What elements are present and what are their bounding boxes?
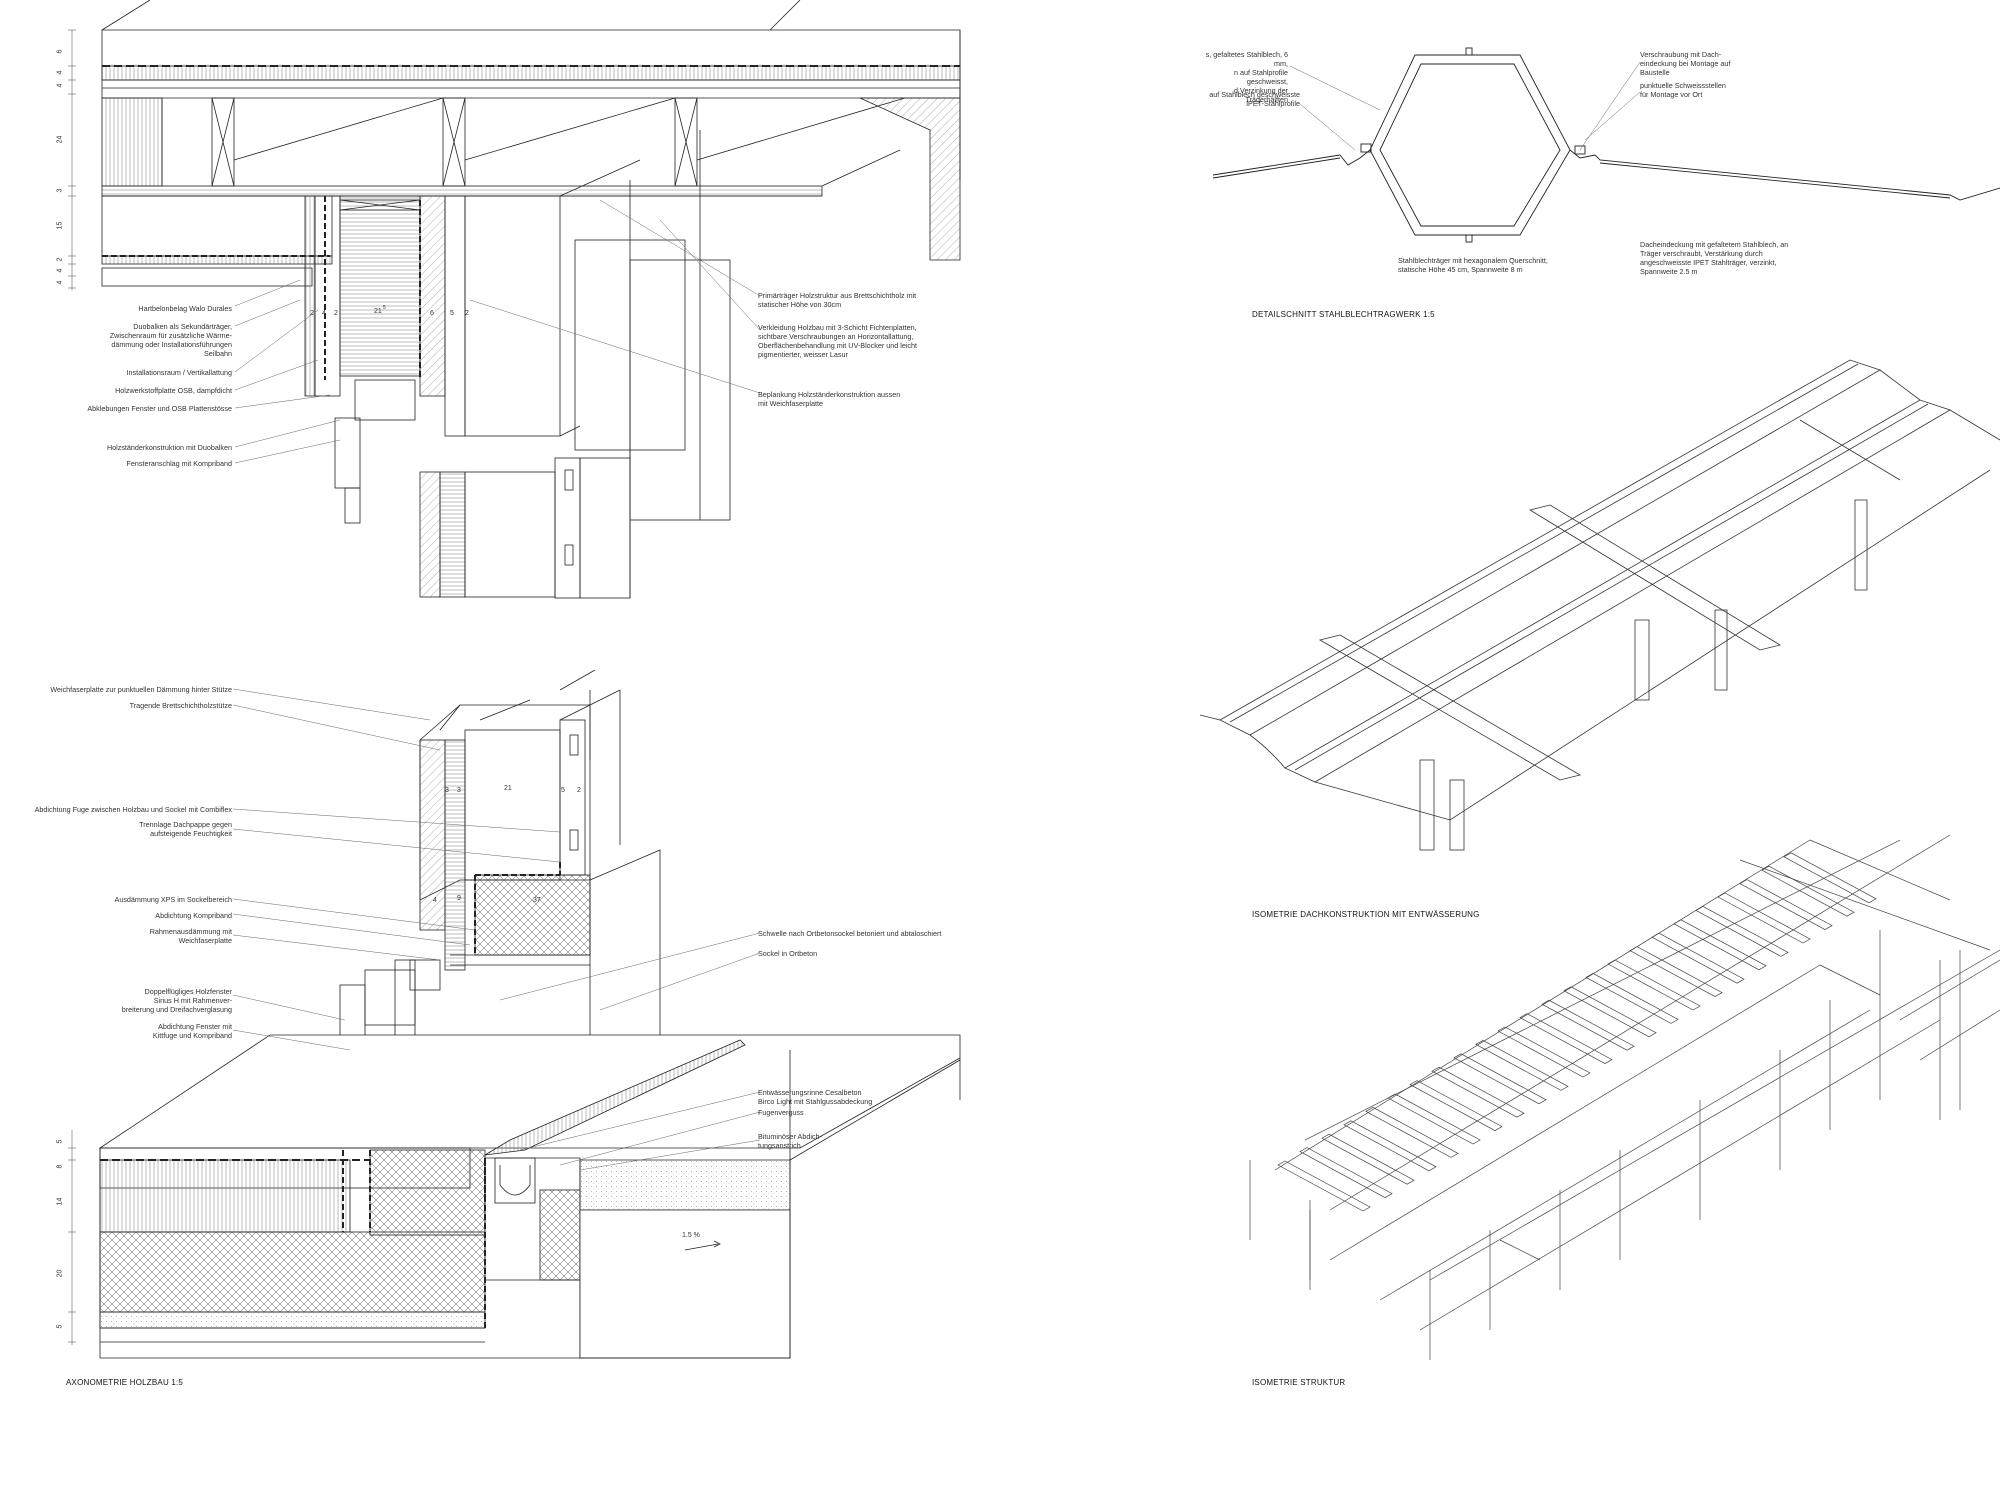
rafter [1673, 919, 1767, 971]
rafter [1365, 1106, 1459, 1158]
label-bottom-left-3: Trennlage Dachpappe gegen aufsteigende F… [139, 820, 232, 838]
label-top-left-4: Abklebungen Fenster und OSB Plattenstöss… [87, 404, 232, 413]
leader-lines-bottom [232, 688, 761, 1171]
label-top-right-2: Beplankung Holzständerkonstruktion ausse… [758, 390, 901, 408]
rafter [1519, 1013, 1613, 1065]
dim-bottom-h-6: 9 [457, 895, 461, 902]
label-bottom-left-6: Rahmenausdämmung mit Weichfaserplatte [149, 927, 232, 945]
label-steel-left-1: auf Stahlblech geschweisste IPET-Stahlpr… [1209, 90, 1300, 108]
label-bottom-right-1: Sockel in Ortbeton [758, 949, 818, 958]
dim-top-v-8: 4 [56, 280, 64, 285]
rafter [1321, 1133, 1415, 1185]
iso-roof-drawing [1199, 359, 2000, 851]
dim-bottom-h-3: 5 [561, 787, 565, 794]
dim-top-h-4: 5 [383, 305, 386, 311]
dim-top-h-0: 2 [310, 310, 314, 317]
axo-bottom-detail [98, 669, 961, 1359]
dimension-lines [68, 29, 76, 1345]
label-top-right-0: Primärträger Holzstruktur aus Brettschic… [758, 291, 917, 309]
dim-top-v-7: 4 [56, 268, 64, 273]
label-bottom-left-5: Abdichtung Kompriband [155, 911, 232, 920]
dim-bottom-h-0: 3 [445, 787, 449, 794]
dim-bottom-v-3: 20 [56, 1269, 64, 1278]
label-bottom-left-2: Abdichtung Fuge zwischen Holzbau und Soc… [34, 805, 232, 814]
dim-top-v-2: 4 [56, 83, 64, 88]
dim-bottom-h-4: 2 [577, 787, 581, 794]
rafter [1563, 986, 1657, 1038]
leader-lines-top [234, 199, 761, 464]
dim-bottom-v-1: 8 [56, 1164, 64, 1169]
rafter [1717, 892, 1811, 944]
dim-top-h-6: 5 [450, 310, 454, 317]
dim-top-v-0: 6 [56, 49, 64, 54]
label-top-left-2: Installationsraum / Vertikallattung [126, 368, 232, 377]
rafter [1431, 1066, 1525, 1118]
label-top-left-1: Duobalken als Sekundärträger, Zwischenra… [109, 322, 232, 358]
caption-axo-bottom: AXONOMETRIE HOLZBAU 1:5 [66, 1378, 184, 1387]
caption-iso-roof: ISOMETRIE DACHKONSTRUKTION MIT ENTWÄSSER… [1252, 910, 1480, 919]
label-steel-right-1: punktuelle Schweissstellen für Montage v… [1640, 81, 1726, 99]
dim-top-h-7: 2 [465, 310, 469, 317]
rafter [1695, 905, 1789, 957]
rafter [1541, 999, 1635, 1051]
label-bottom-right-3: Fugenverguss [758, 1108, 804, 1117]
dim-top-h-1: 4 [322, 310, 326, 317]
label-top-left-3: Holzwerkstoffplatte OSB, dampfdicht [115, 386, 232, 395]
rafter [1277, 1160, 1371, 1212]
rafter [1299, 1147, 1393, 1199]
label-steel-bottom-0: Stahlblechträger mit hexagonalem Quersch… [1398, 256, 1548, 274]
rafter [1453, 1053, 1547, 1105]
dim-top-v-5: 15 [56, 221, 64, 230]
dim-bottom-v-4: 5 [56, 1324, 64, 1329]
rafter [1651, 932, 1745, 984]
label-bottom-left-8: Abdichtung Fenster mit Kittfuge und Komp… [152, 1022, 232, 1040]
dim-top-v-6: 2 [56, 257, 64, 262]
label-steel-right-0: Verschraubung mit Dach- eindeckung bei M… [1640, 50, 1731, 77]
rafter [1607, 959, 1701, 1011]
label-bottom-left-7: Doppelflügliges Holzfenster Sirius H mit… [121, 987, 232, 1014]
dim-bottom-h-5: 4 [433, 897, 437, 904]
dim-top-v-4: 3 [56, 188, 64, 193]
label-steel-left-0: s, gefaltetes Stahlblech, 6 mm, n auf St… [1205, 50, 1288, 104]
dim-top-v-3: 24 [56, 135, 64, 144]
label-bottom-right-4: Bituminöser Abdich- tungsanstrich [758, 1132, 822, 1150]
label-top-left-0: Hartbelonbelag Walo Durales [138, 304, 232, 313]
dim-bottom-h-2: 21 [504, 785, 512, 792]
label-bottom-right-0: Schwelle nach Ortbetonsockel betoniert u… [758, 929, 942, 938]
label-top-left-5: Holzständerkonstruktion mit Duobalken [106, 443, 232, 452]
rafter [1409, 1080, 1503, 1132]
iso-structure-drawing [1249, 834, 2000, 1360]
label-bottom-left-4: Ausdämmung XPS im Sockelbereich [114, 895, 232, 904]
steel-hexagon-detail [1212, 47, 2000, 243]
rafter [1761, 865, 1855, 917]
rafter [1387, 1093, 1481, 1145]
dim-bottom-v-0: 5 [56, 1139, 64, 1144]
caption-detail-steel: DETAILSCHNITT STAHLBLECHTRAGWERK 1:5 [1252, 310, 1435, 319]
dim-bottom-h-1: 3 [457, 787, 461, 794]
label-top-left-6: Fensteranschlag mit Kompriband [126, 459, 232, 468]
label-bottom-left-0: Weichfaserplatte zur punktuellen Dämmung… [50, 685, 232, 694]
axo-top-detail [101, 0, 961, 599]
leader-lines-steel [1289, 61, 1641, 151]
label-top-right-1: Verkleidung Holzbau mit 3-Schicht Fichte… [758, 323, 918, 359]
rafter [1629, 946, 1723, 998]
label-bottom-left-1: Tragende Brettschichtholzstütze [129, 701, 232, 710]
rafter [1585, 972, 1679, 1024]
rafter [1497, 1026, 1591, 1078]
rafter [1475, 1039, 1569, 1091]
label-bottom-right-2: Entwässerungsrinne Cesalbeton Birco Ligh… [758, 1088, 873, 1106]
dim-top-v-1: 4 [56, 70, 64, 75]
slope-label: 1.5 % [682, 1232, 700, 1239]
dim-bottom-v-2: 14 [56, 1197, 64, 1206]
dim-bottom-h-7: 37 [533, 897, 541, 904]
dim-top-h-5: 6 [430, 310, 434, 317]
label-steel-bottom-1: Dacheindeckung mit gefaltetem Stahlblech… [1640, 240, 1789, 276]
rafter [1343, 1120, 1437, 1172]
dim-top-h-2: 2 [334, 310, 338, 317]
rafter [1783, 852, 1877, 904]
dim-top-h-3: 21 [374, 308, 382, 315]
caption-iso-structure: ISOMETRIE STRUKTUR [1252, 1378, 1346, 1387]
rafter [1739, 879, 1833, 931]
